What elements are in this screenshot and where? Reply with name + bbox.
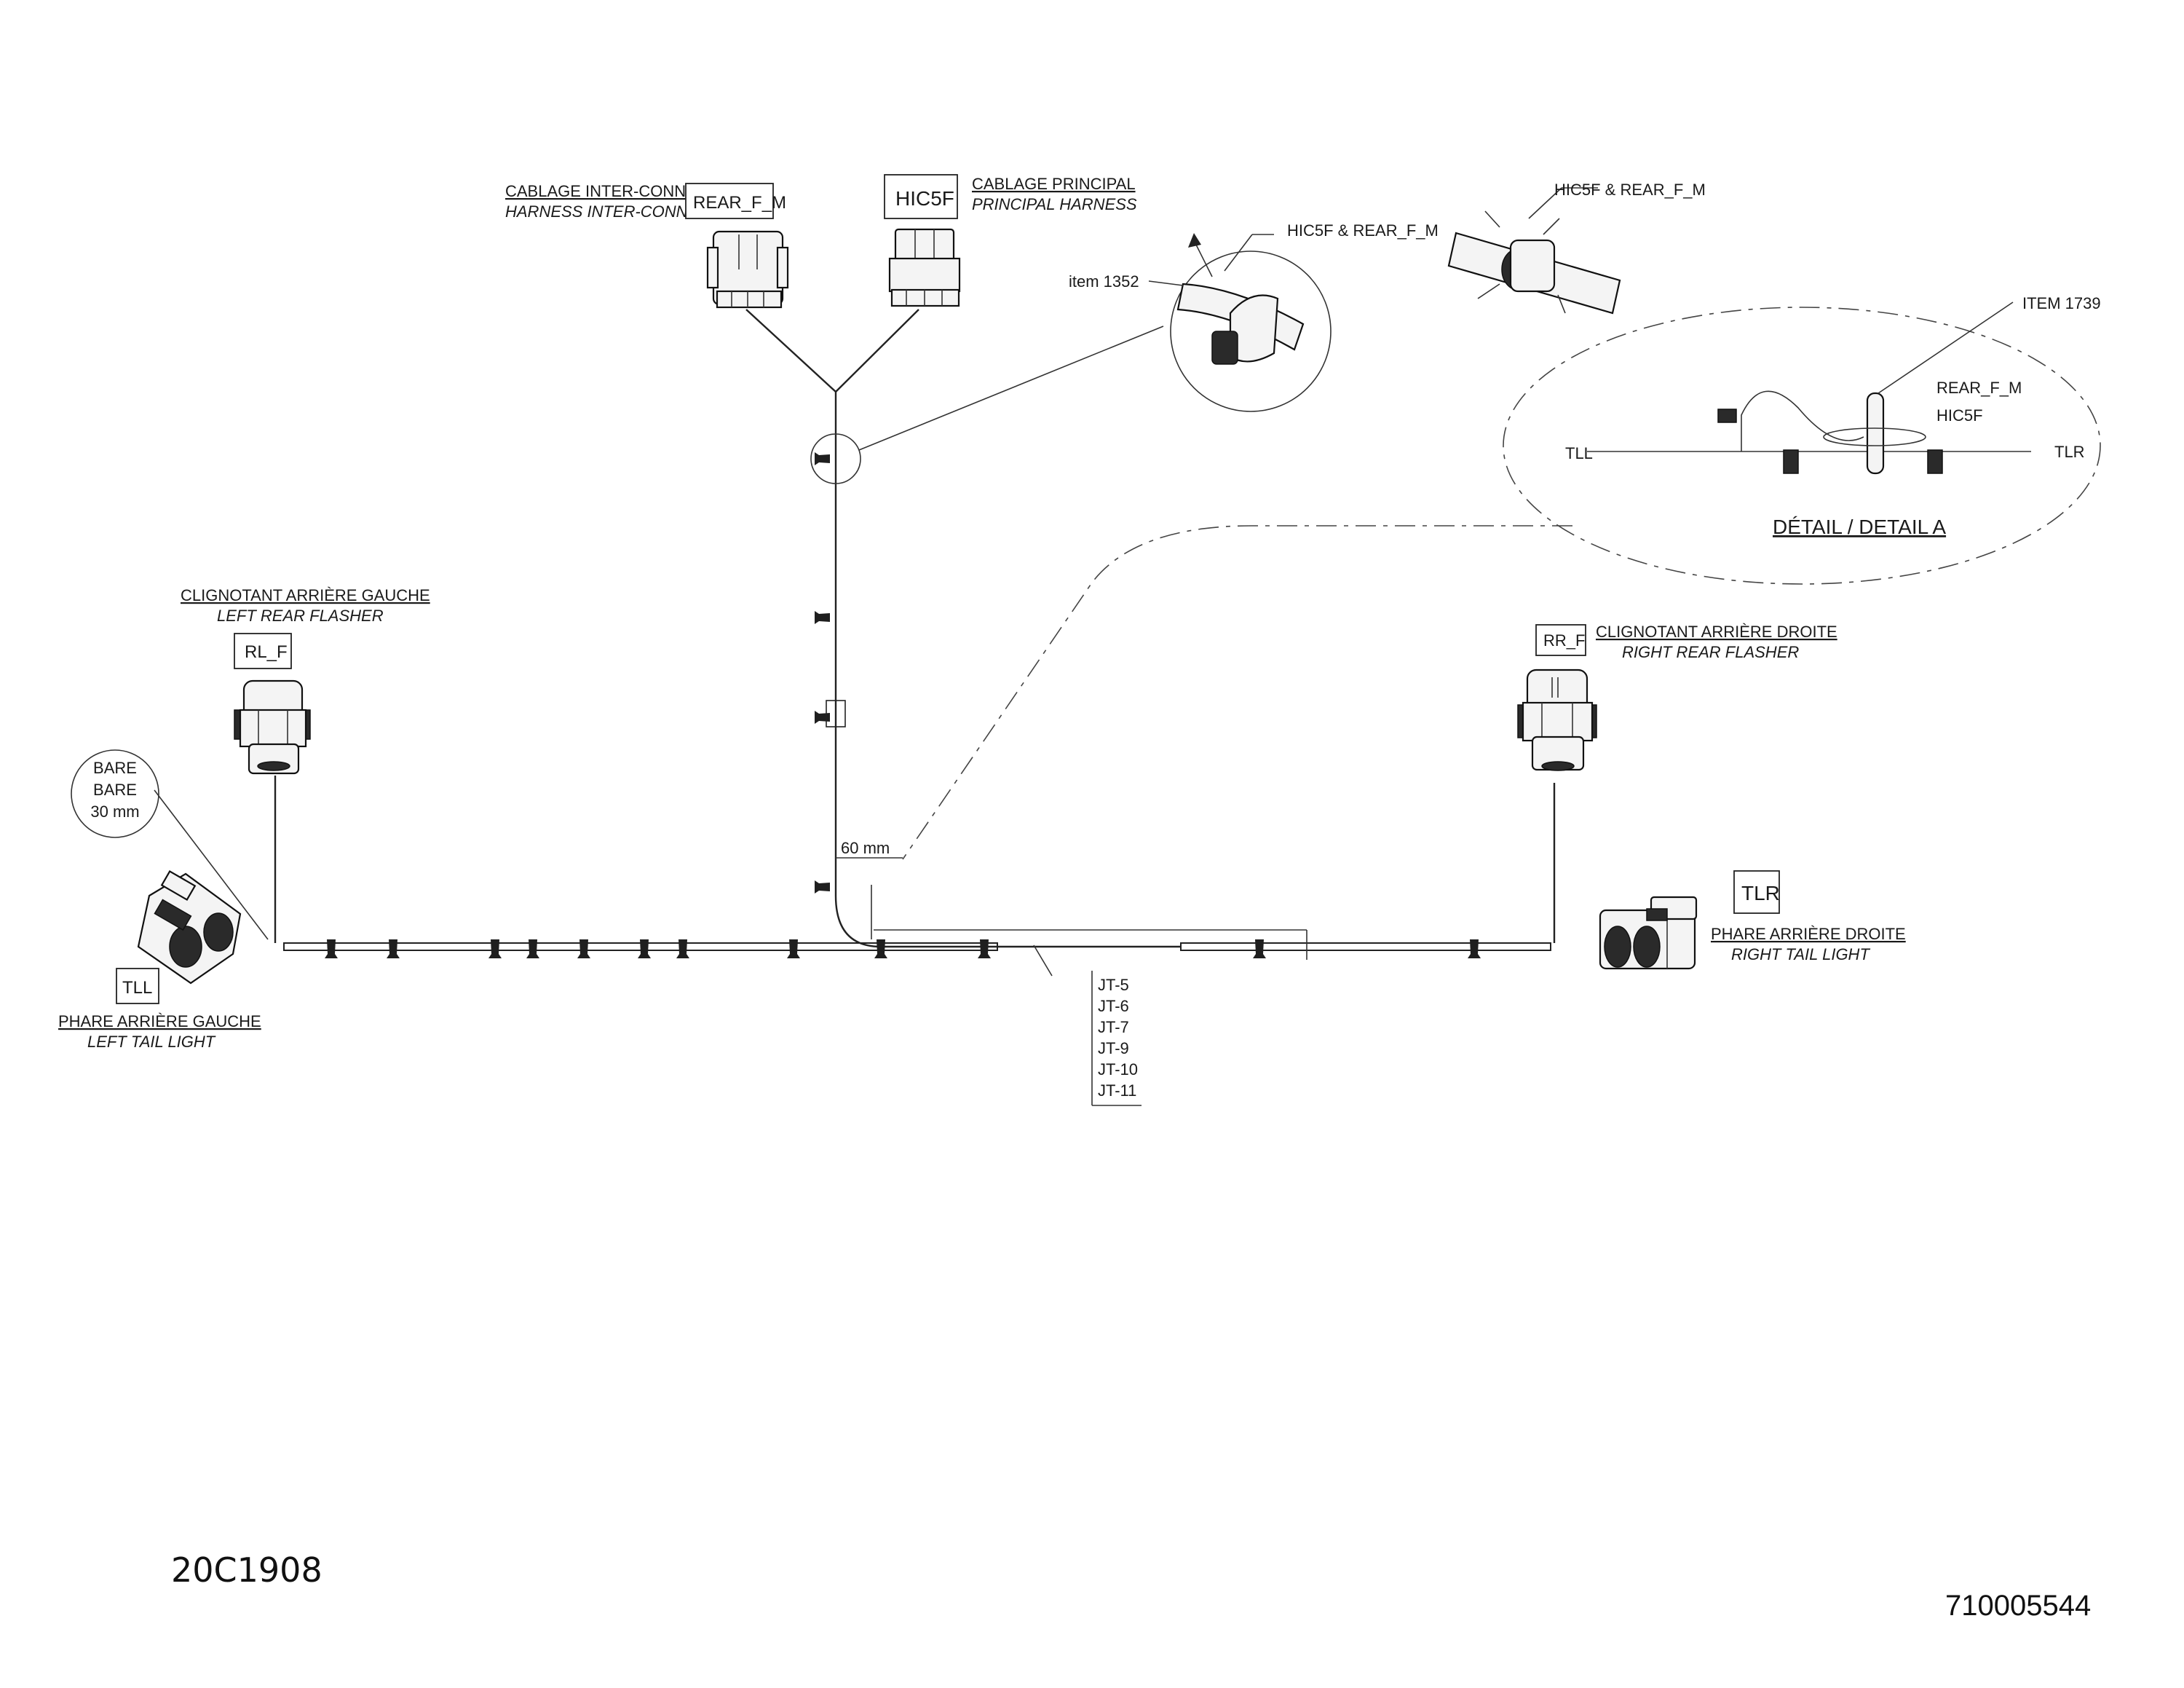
bare-note: BARE BARE 30 mm bbox=[71, 749, 269, 940]
right-rear-flasher: RR_F CLIGNOTANT ARRIÈRE DROITE RIGHT REA… bbox=[1517, 623, 1837, 771]
left-tail-light: TLL PHARE ARRIÈRE GAUCHE LEFT TAIL LIGHT bbox=[58, 869, 261, 1051]
rr-f-code: RR_F bbox=[1543, 631, 1585, 650]
rl-f-code: RL_F bbox=[245, 642, 288, 662]
wire-clip-icon bbox=[874, 939, 887, 958]
hic5f-label-en: PRINCIPAL HARNESS bbox=[972, 195, 1137, 213]
wire-clip-icon bbox=[676, 939, 689, 958]
wire-clip-icon bbox=[978, 939, 991, 958]
detail-a-tll: TLL bbox=[1565, 444, 1593, 462]
connector-4pin-icon bbox=[706, 230, 789, 309]
detail-a-view: TLL TLR ITEM 1739 REAR_F_M HIC5F DÉTAIL … bbox=[902, 294, 2101, 860]
wire-clip-icon bbox=[815, 611, 830, 624]
hic5f-rear-callout-2: HIC5F & REAR_F_M bbox=[1554, 181, 1706, 199]
harness-clips bbox=[325, 452, 1481, 958]
item-1352-label: item 1352 bbox=[1069, 272, 1139, 291]
dimension-60mm: 60 mm bbox=[841, 839, 890, 857]
jt-item: JT-11 bbox=[1098, 1081, 1136, 1100]
hic5f-label-fr: CABLAGE PRINCIPAL bbox=[972, 175, 1136, 193]
tll-label-fr: PHARE ARRIÈRE GAUCHE bbox=[58, 1012, 261, 1030]
clip-detail-upper-right: HIC5F & REAR_F_M bbox=[1447, 181, 1706, 315]
junction-sleeve-icon bbox=[826, 700, 846, 727]
wire-clip-icon bbox=[815, 711, 830, 724]
detail-a-rear: REAR_F_M bbox=[1936, 379, 2022, 397]
detail-a-hic: HIC5F bbox=[1936, 406, 1983, 425]
detail-a-title: DÉTAIL / DETAIL A bbox=[1773, 516, 1946, 538]
connector-4pin-icon bbox=[888, 228, 961, 307]
jt-item: JT-7 bbox=[1098, 1018, 1129, 1036]
tll-code: TLL bbox=[122, 978, 152, 998]
rear-f-m-label-en: HARNESS INTER-CONNECT bbox=[505, 202, 721, 221]
jt-item: JT-6 bbox=[1098, 997, 1129, 1015]
wire-clip-icon bbox=[787, 939, 800, 958]
right-tail-light: TLR PHARE ARRIÈRE DROITE RIGHT TAIL LIGH… bbox=[1599, 870, 1906, 970]
tlr-code: TLR bbox=[1741, 882, 1780, 904]
drawing-number: 20C1908 bbox=[171, 1550, 323, 1590]
jt-list: JT-5 JT-6 JT-7 JT-9 JT-10 JT-11 bbox=[1033, 944, 1142, 1106]
part-number: 710005544 bbox=[1945, 1590, 2091, 1622]
item-1739-label: ITEM 1739 bbox=[2022, 294, 2101, 312]
wire-clip-icon bbox=[815, 880, 830, 894]
rl-f-label-en: LEFT REAR FLASHER bbox=[217, 607, 384, 625]
jt-item: JT-5 bbox=[1098, 976, 1129, 994]
detail-a-tlr: TLR bbox=[2054, 443, 2085, 461]
wire-clip-icon bbox=[387, 939, 400, 958]
rl-f-label-fr: CLIGNOTANT ARRIÈRE GAUCHE bbox=[181, 586, 430, 604]
bare-line-2: BARE bbox=[93, 781, 137, 799]
rear-f-m-label-fr: CABLAGE INTER-CONNECT bbox=[505, 182, 718, 200]
wire-clip-icon bbox=[815, 452, 830, 465]
flasher-connector-icon bbox=[1517, 669, 1597, 771]
tail-light-connector-icon bbox=[137, 869, 242, 985]
rear-f-m-connector: CABLAGE INTER-CONNECT HARNESS INTER-CONN… bbox=[505, 182, 789, 309]
clip-detail-item-1352: item 1352 HIC5F & REAR_F_M bbox=[1069, 221, 1439, 412]
tlr-label-en: RIGHT TAIL LIGHT bbox=[1731, 945, 1870, 963]
rr-f-label-fr: CLIGNOTANT ARRIÈRE DROITE bbox=[1596, 623, 1837, 641]
wire-clip-icon bbox=[577, 939, 590, 958]
bare-line-3: 30 mm bbox=[90, 802, 139, 821]
tll-label-en: LEFT TAIL LIGHT bbox=[87, 1033, 216, 1051]
tlr-label-fr: PHARE ARRIÈRE DROITE bbox=[1711, 925, 1906, 943]
wire-clip-icon bbox=[1468, 939, 1481, 958]
wire-clip-icon bbox=[1253, 939, 1266, 958]
main-wiring bbox=[274, 309, 1556, 960]
hic5f-code: HIC5F bbox=[895, 187, 954, 210]
tail-light-connector-icon bbox=[1599, 896, 1698, 970]
wire-clip-icon bbox=[325, 939, 338, 958]
hic5f-rear-callout-1: HIC5F & REAR_F_M bbox=[1287, 221, 1439, 240]
wire-clip-icon bbox=[488, 939, 502, 958]
bare-line-1: BARE bbox=[93, 759, 137, 777]
left-rear-flasher: CLIGNOTANT ARRIÈRE GAUCHE LEFT REAR FLAS… bbox=[181, 586, 430, 775]
wire-clip-icon bbox=[526, 939, 539, 958]
jt-item: JT-9 bbox=[1098, 1039, 1129, 1057]
jt-item: JT-10 bbox=[1098, 1060, 1138, 1078]
flasher-connector-icon bbox=[234, 679, 311, 775]
rear-f-m-code: REAR_F_M bbox=[693, 193, 786, 213]
rr-f-label-en: RIGHT REAR FLASHER bbox=[1622, 643, 1799, 661]
hic5f-connector: HIC5F CABLAGE PRINCIPAL PRINCIPAL HARNES… bbox=[884, 174, 1137, 307]
wire-clip-icon bbox=[638, 939, 651, 958]
